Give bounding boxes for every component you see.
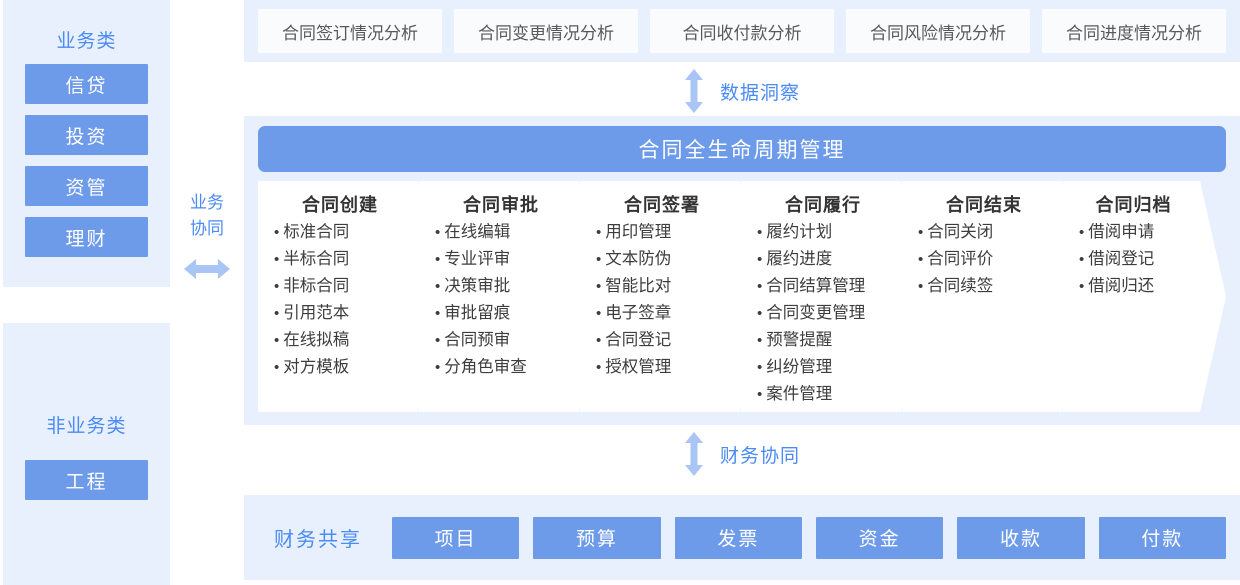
finance-chip-funds[interactable]: 资金 (815, 516, 944, 559)
tab-contract-change-analysis[interactable]: 合同变更情况分析 (454, 9, 638, 53)
business-category-panel: 业务类 信贷 投资 资管 理财 (3, 0, 170, 287)
finance-share-label: 财务共享 (274, 529, 362, 551)
stage-item[interactable]: 借阅归还 (1079, 273, 1220, 300)
stage-item[interactable]: 引用范本 (274, 300, 438, 327)
stage-item[interactable]: 决策审批 (435, 273, 599, 300)
stage-item[interactable]: 半标合同 (274, 246, 438, 273)
finance-chip-invoice[interactable]: 发票 (674, 516, 802, 559)
finance-chip-payment[interactable]: 付款 (1098, 516, 1226, 559)
stage-item[interactable]: 合同续签 (918, 273, 1082, 300)
business-category-title: 业务类 (56, 31, 117, 52)
double-arrow-horizontal-icon (184, 259, 230, 279)
stage-contract-archiving[interactable]: 合同归档 借阅申请 借阅登记 借阅归还 (1063, 181, 1226, 412)
tab-contract-progress-analysis[interactable]: 合同进度情况分析 (1042, 9, 1226, 53)
lifecycle-title: 合同全生命周期管理 (258, 126, 1226, 172)
sidebar-chip-credit[interactable]: 信贷 (25, 64, 148, 104)
stage-item[interactable]: 授权管理 (596, 354, 760, 381)
stage-title: 合同履行 (785, 195, 861, 215)
stage-title: 合同结束 (946, 195, 1022, 215)
non-business-category-panel: 非业务类 工程 (3, 323, 170, 585)
stage-item[interactable]: 合同变更管理 (757, 300, 921, 327)
stage-item[interactable]: 合同预审 (435, 327, 599, 354)
business-collaboration-label-line1: 业务 (190, 193, 224, 212)
stage-item[interactable]: 借阅登记 (1079, 246, 1220, 273)
double-arrow-vertical-icon (684, 432, 703, 476)
stage-item[interactable]: 对方模板 (274, 354, 438, 381)
stage-contract-signing[interactable]: 合同签署 用印管理 文本防伪 智能比对 电子签章 合同登记 授权管理 (580, 181, 766, 412)
lifecycle-stage-track: 合同创建 标准合同 半标合同 非标合同 引用范本 在线拟稿 对方模板 合同审批 … (258, 181, 1226, 412)
stage-item[interactable]: 合同登记 (596, 327, 760, 354)
stage-contract-performance[interactable]: 合同履行 履约计划 履约进度 合同结算管理 合同变更管理 预警提醒 纠纷管理 案… (741, 181, 927, 412)
tab-contract-signing-analysis[interactable]: 合同签订情况分析 (258, 9, 442, 53)
stage-item-list: 合同关闭 合同评价 合同续签 (908, 219, 1082, 300)
contract-lifecycle-panel: 合同全生命周期管理 合同创建 标准合同 半标合同 非标合同 引用范本 在线拟稿 … (244, 116, 1240, 425)
analysis-tabs-bar: 合同签订情况分析 合同变更情况分析 合同收付款分析 合同风险情况分析 合同进度情… (244, 0, 1240, 62)
stage-item[interactable]: 在线编辑 (435, 219, 599, 246)
stage-item[interactable]: 电子签章 (596, 300, 760, 327)
stage-item[interactable]: 预警提醒 (757, 327, 921, 354)
finance-chip-budget[interactable]: 预算 (533, 516, 661, 559)
stage-item[interactable]: 分角色审查 (435, 354, 599, 381)
stage-item-list: 借阅申请 借阅登记 借阅归还 (1069, 219, 1220, 300)
stage-title: 合同创建 (302, 195, 378, 215)
non-business-category-title: 非业务类 (46, 416, 127, 437)
stage-item-list: 用印管理 文本防伪 智能比对 电子签章 合同登记 授权管理 (586, 219, 760, 381)
sidebar-chip-wealth[interactable]: 理财 (25, 217, 148, 257)
stage-item[interactable]: 专业评审 (435, 246, 599, 273)
stage-contract-closure[interactable]: 合同结束 合同关闭 合同评价 合同续签 (902, 181, 1088, 412)
business-collaboration-connector: 业务 协同 (170, 0, 244, 585)
stage-contract-approval[interactable]: 合同审批 在线编辑 专业评审 决策审批 审批留痕 合同预审 分角色审查 (419, 181, 605, 412)
tab-contract-risk-analysis[interactable]: 合同风险情况分析 (846, 9, 1030, 53)
stage-item[interactable]: 智能比对 (596, 273, 760, 300)
stage-item-list: 履约计划 履约进度 合同结算管理 合同变更管理 预警提醒 纠纷管理 案件管理 (747, 219, 921, 408)
stage-item[interactable]: 案件管理 (757, 381, 921, 408)
main-content: 合同签订情况分析 合同变更情况分析 合同收付款分析 合同风险情况分析 合同进度情… (244, 0, 1240, 585)
stage-item[interactable]: 非标合同 (274, 273, 438, 300)
stage-title: 合同审批 (463, 195, 539, 215)
stage-item[interactable]: 文本防伪 (596, 246, 760, 273)
stage-item[interactable]: 合同关闭 (918, 219, 1082, 246)
stage-item[interactable]: 合同结算管理 (757, 273, 921, 300)
finance-chip-project[interactable]: 项目 (392, 516, 520, 559)
sidebar-chip-asset-mgmt[interactable]: 资管 (25, 166, 148, 206)
finance-collaboration-connector: 财务协同 (244, 425, 1240, 483)
sidebar-chip-engineering[interactable]: 工程 (25, 460, 148, 500)
tab-contract-payment-analysis[interactable]: 合同收付款分析 (650, 9, 834, 53)
stage-item[interactable]: 审批留痕 (435, 300, 599, 327)
data-insight-connector: 数据洞察 (244, 62, 1240, 120)
stage-item[interactable]: 在线拟稿 (274, 327, 438, 354)
stage-item[interactable]: 纠纷管理 (757, 354, 921, 381)
stage-item[interactable]: 合同评价 (918, 246, 1082, 273)
stage-title: 合同归档 (1095, 195, 1172, 215)
stage-item[interactable]: 履约计划 (757, 219, 921, 246)
finance-chip-receipt[interactable]: 收款 (957, 516, 1085, 559)
stage-item-list: 标准合同 半标合同 非标合同 引用范本 在线拟稿 对方模板 (264, 219, 438, 381)
stage-item[interactable]: 用印管理 (596, 219, 760, 246)
data-insight-label: 数据洞察 (719, 82, 800, 104)
stage-contract-creation[interactable]: 合同创建 标准合同 半标合同 非标合同 引用范本 在线拟稿 对方模板 (258, 181, 444, 412)
business-collaboration-label-line2: 协同 (190, 219, 224, 238)
double-arrow-vertical-icon (684, 69, 703, 113)
finance-shared-services-bar: 财务共享 项目 预算 发票 资金 收款 付款 (244, 495, 1240, 580)
finance-collaboration-label: 财务协同 (719, 445, 800, 467)
stage-item[interactable]: 借阅申请 (1079, 219, 1220, 246)
stage-item[interactable]: 履约进度 (757, 246, 921, 273)
stage-item-list: 在线编辑 专业评审 决策审批 审批留痕 合同预审 分角色审查 (425, 219, 599, 381)
stage-title: 合同签署 (624, 195, 700, 215)
stage-item[interactable]: 标准合同 (274, 219, 438, 246)
sidebar-chip-investment[interactable]: 投资 (25, 115, 148, 155)
category-sidebar: 业务类 信贷 投资 资管 理财 非业务类 工程 (3, 0, 170, 585)
business-collaboration-label: 业务 协同 (170, 190, 244, 242)
